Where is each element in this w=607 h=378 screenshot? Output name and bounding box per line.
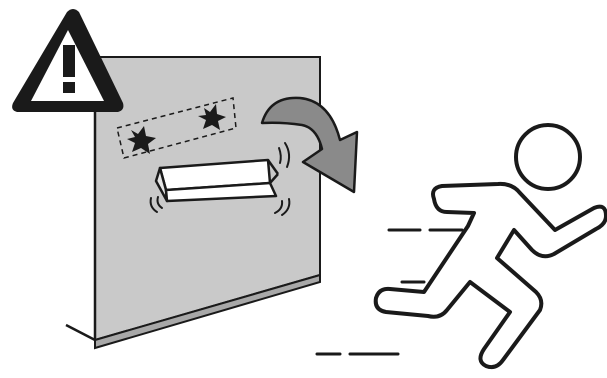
- person-head: [516, 125, 580, 189]
- warning-exclamation-bar: [63, 45, 75, 77]
- person-body: [376, 184, 606, 367]
- running-person-icon: [376, 125, 606, 367]
- warning-exclamation-dot: [63, 82, 75, 93]
